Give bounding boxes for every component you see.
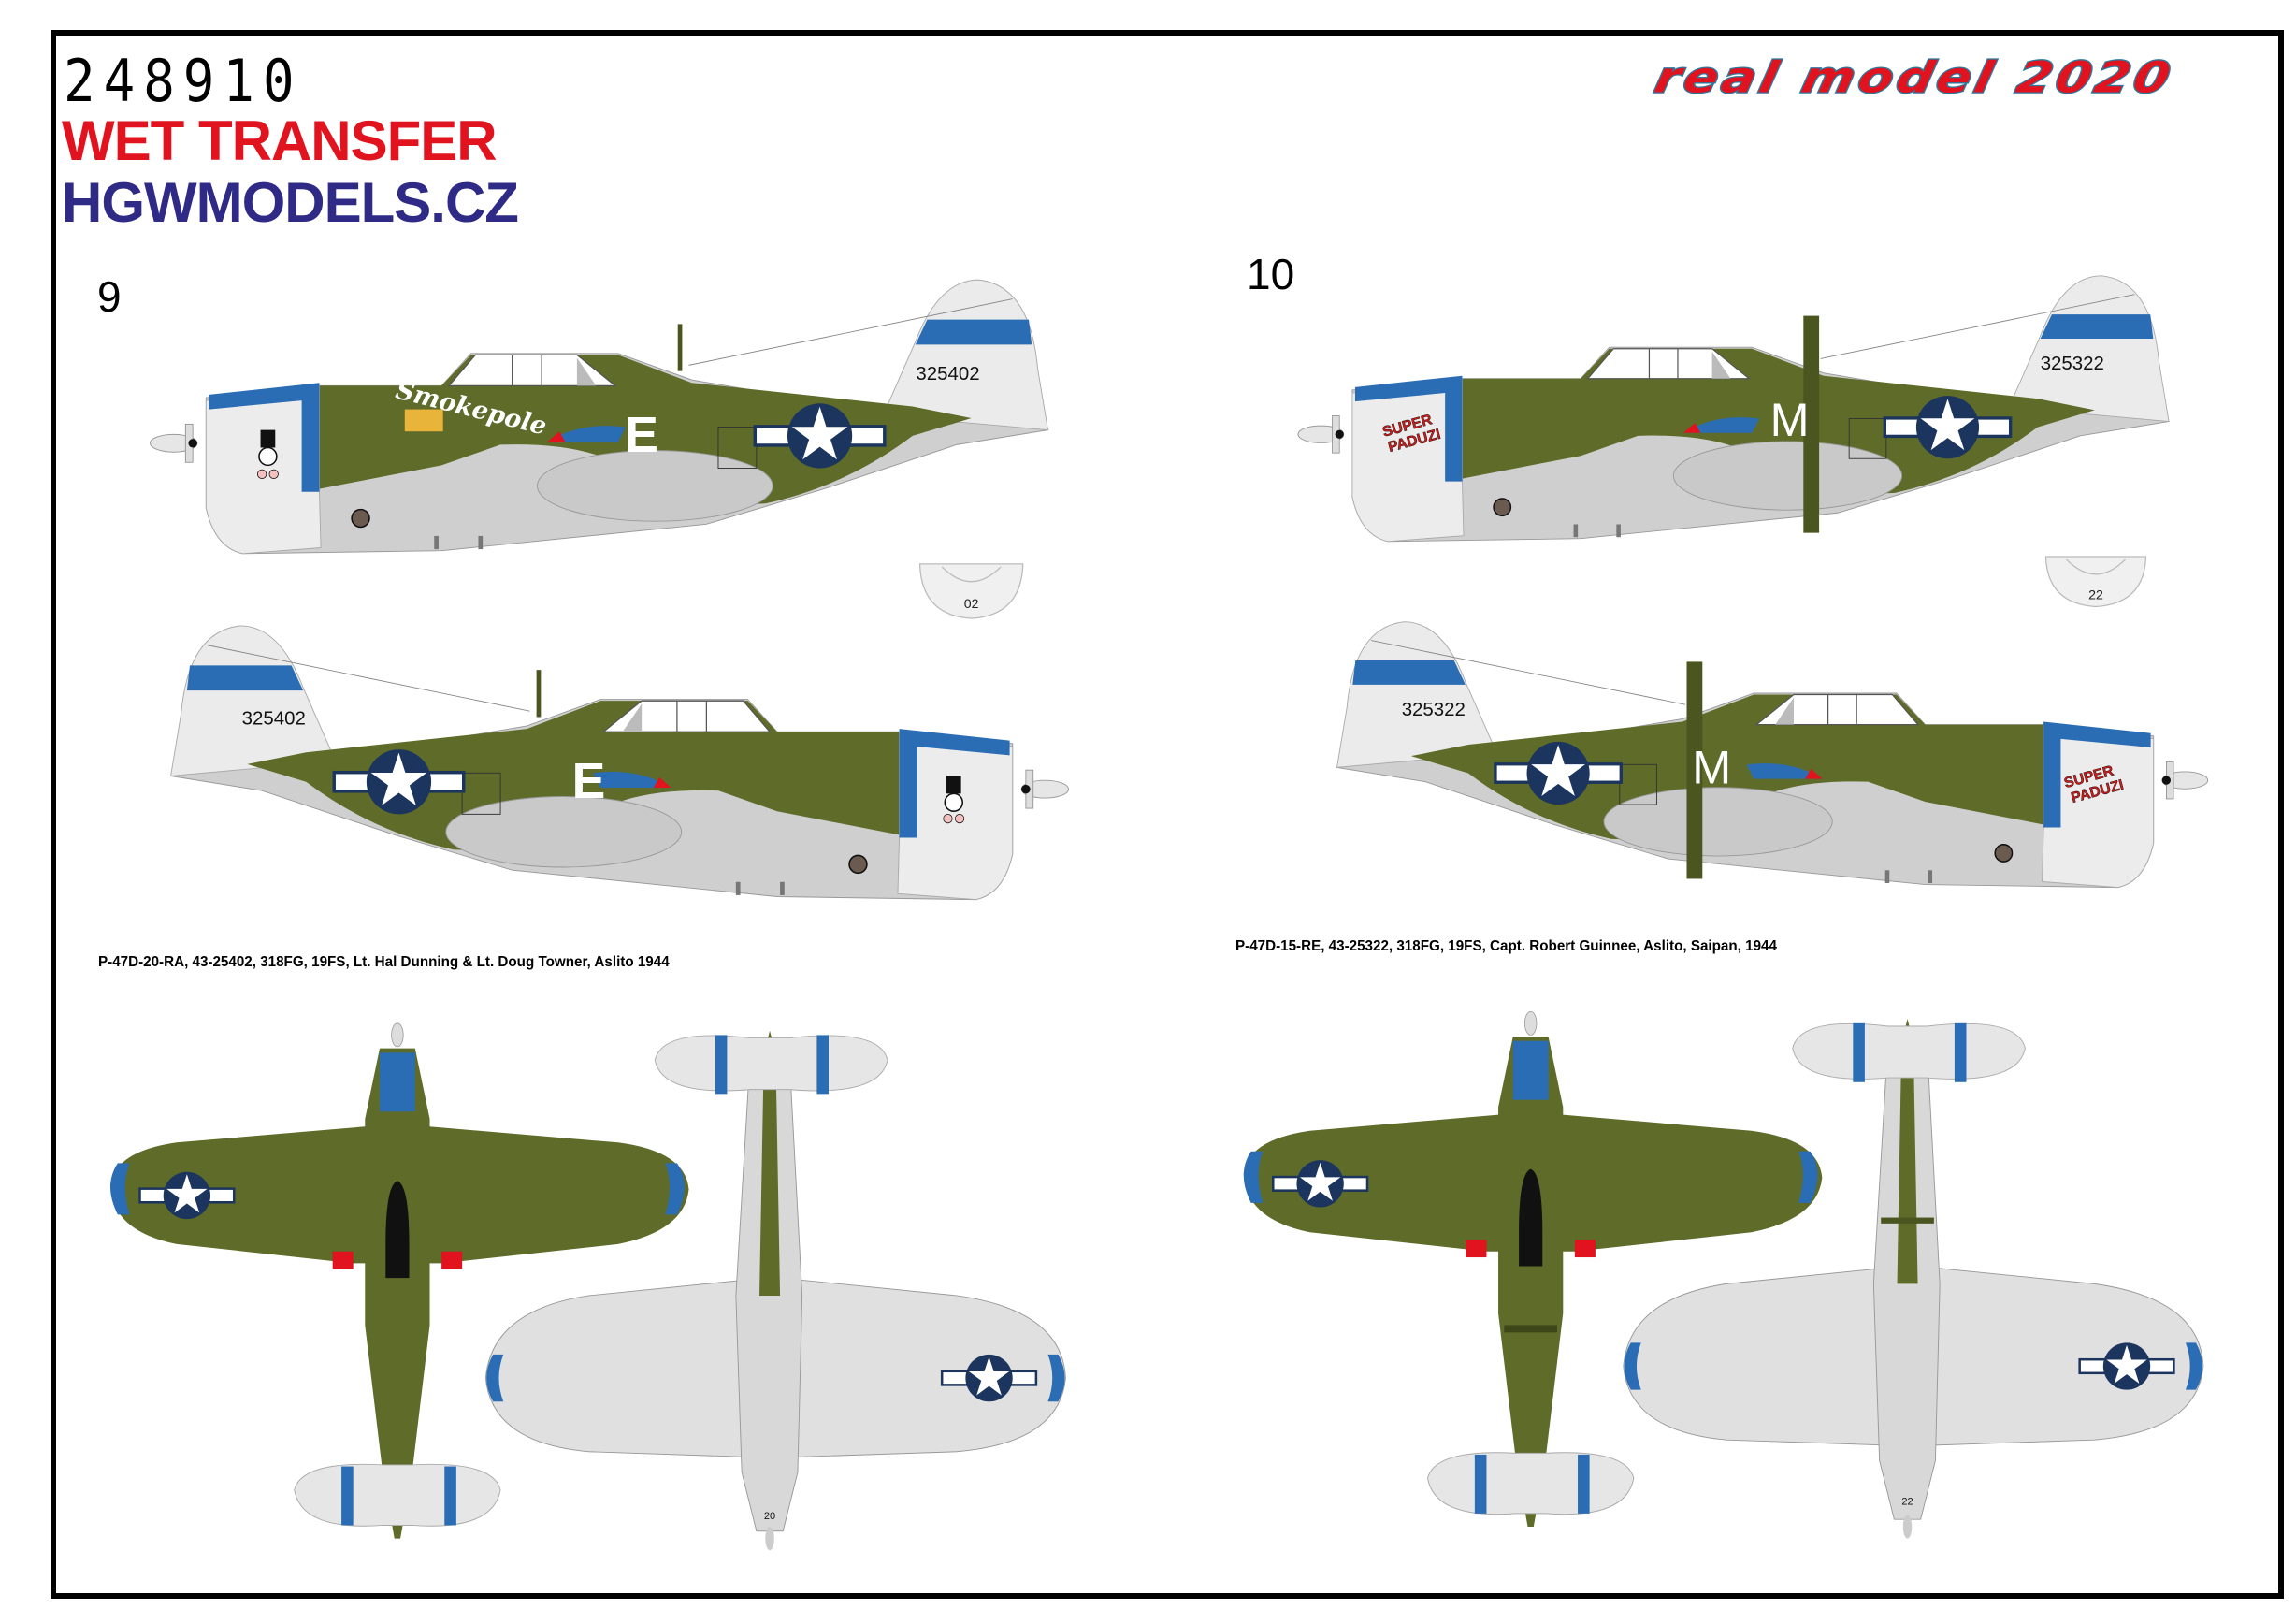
fuselage-code: E [572, 754, 606, 809]
website: HGWMODELS.CZ [62, 171, 519, 234]
mission-tally [404, 409, 443, 432]
fuselage-code: E [625, 408, 658, 463]
aircraft-10-left-side-view [1298, 276, 2169, 542]
tail-serial: 325402 [916, 363, 979, 384]
product-code: 248910 [64, 47, 303, 115]
aircraft-9-bottom-view [485, 1031, 1065, 1551]
wheel-cover-number: 02 [964, 597, 979, 612]
tail-underside-number: 20 [764, 1511, 775, 1522]
aircraft-10-bottom-view [1624, 1019, 2203, 1539]
subtitle: WET TRANSFER [62, 109, 498, 172]
aircraft-10-right-side-view [1337, 622, 2208, 888]
profile-number-9: 9 [97, 272, 122, 321]
tail-serial: 325322 [1402, 699, 1466, 720]
fuselage-code: M [1692, 740, 1731, 793]
aircraft-9-top-view [110, 1023, 688, 1539]
aircraft-9-right-side-view [171, 626, 1069, 900]
fuselage-code: M [1770, 393, 1810, 446]
profile-number-10: 10 [1247, 250, 1295, 298]
aircraft-9-left-side-view [151, 280, 1048, 554]
skull-nose-art [257, 429, 965, 824]
tail-serial: 325322 [2041, 353, 2104, 374]
aircraft-10-top-view [1244, 1011, 1822, 1527]
sheet-border [51, 30, 2284, 1599]
wheel-cover-10: 22 [2044, 556, 2147, 608]
profile-caption-9: P-47D-20-RA, 43-25402, 318FG, 19FS, Lt. … [98, 954, 670, 970]
tail-serial: 325402 [242, 707, 306, 729]
wheel-cover-9: 02 [918, 563, 1024, 619]
profile-caption-10: P-47D-15-RE, 43-25322, 318FG, 19FS, Capt… [1235, 938, 1777, 954]
wheel-cover-number: 22 [2088, 588, 2103, 603]
tail-underside-number: 22 [1901, 1496, 1913, 1507]
